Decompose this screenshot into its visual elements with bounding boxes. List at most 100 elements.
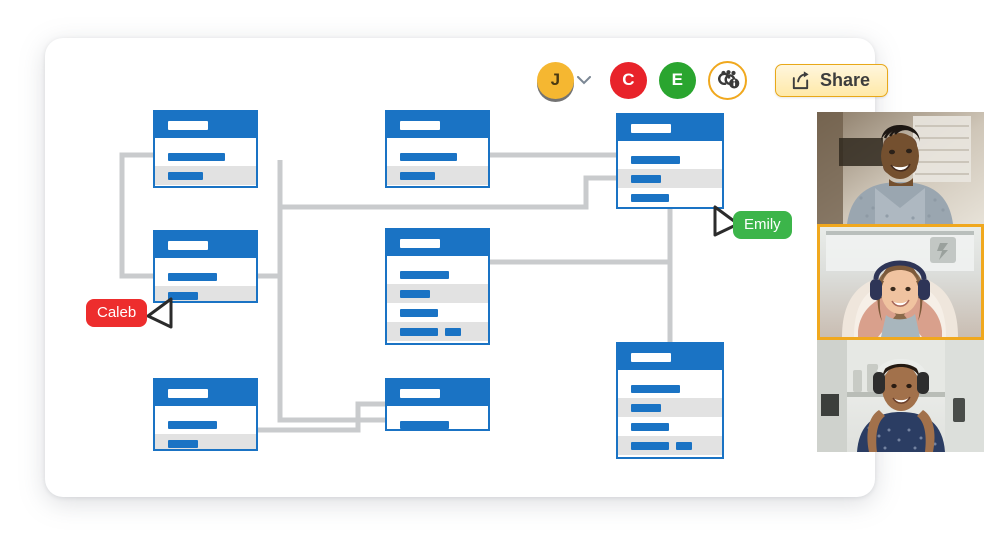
attribute-placeholder-bar bbox=[631, 193, 669, 202]
entity-attribute-row[interactable] bbox=[618, 436, 722, 455]
participant-avatar-j[interactable]: J bbox=[537, 61, 574, 99]
entity-attribute-list bbox=[155, 415, 256, 449]
entity-card-middle-center[interactable] bbox=[385, 228, 490, 345]
cursor-arrow-upleft-icon bbox=[713, 205, 740, 237]
participant-avatar-e-initial: E bbox=[671, 70, 684, 89]
entity-attribute-row[interactable] bbox=[387, 322, 488, 341]
entity-attribute-row[interactable] bbox=[618, 455, 722, 457]
video-rail bbox=[817, 112, 984, 452]
entity-attribute-row[interactable] bbox=[155, 286, 256, 301]
entity-attribute-row[interactable] bbox=[618, 398, 722, 417]
entity-attribute-row[interactable] bbox=[387, 303, 488, 322]
cursor-caleb-pointer bbox=[144, 296, 174, 335]
attribute-placeholder-bar bbox=[168, 152, 225, 161]
entity-title-placeholder-bar bbox=[168, 388, 208, 398]
entity-body-top-pad bbox=[618, 141, 722, 150]
attribute-placeholder-bar bbox=[400, 420, 449, 429]
wire-spine-vertical bbox=[277, 160, 385, 423]
entity-card-middle-left[interactable] bbox=[153, 230, 258, 303]
chevron-down-glyph bbox=[577, 75, 591, 84]
attribute-placeholder-bar bbox=[400, 152, 457, 161]
cursor-label-caleb: Caleb bbox=[86, 299, 148, 327]
entity-card-bottom-left[interactable] bbox=[153, 378, 258, 451]
attribute-placeholder-bar bbox=[400, 289, 430, 298]
entity-card-top-middle[interactable] bbox=[385, 110, 490, 188]
attribute-placeholder-bar bbox=[168, 439, 198, 448]
entity-attribute-row[interactable] bbox=[387, 166, 488, 185]
entity-attribute-row[interactable] bbox=[155, 147, 256, 166]
cursor-arrow-left-icon bbox=[146, 297, 173, 329]
people-info-icon[interactable] bbox=[708, 60, 747, 100]
entity-attribute-row[interactable] bbox=[387, 147, 488, 166]
entity-attribute-row[interactable] bbox=[618, 169, 722, 188]
entity-card-header bbox=[618, 344, 722, 370]
video-tile-participant-1[interactable] bbox=[817, 112, 984, 224]
entity-attribute-list bbox=[387, 265, 488, 343]
entity-attribute-row[interactable] bbox=[387, 265, 488, 284]
entity-title-placeholder-bar bbox=[400, 388, 440, 398]
entity-attribute-row[interactable] bbox=[618, 379, 722, 398]
entity-title-placeholder-bar bbox=[631, 352, 671, 362]
entity-card-header bbox=[387, 380, 488, 406]
entity-card-header bbox=[387, 112, 488, 138]
video-feed-2 bbox=[820, 227, 981, 337]
cursor-emily-pointer bbox=[712, 205, 742, 244]
entity-title-placeholder-bar bbox=[168, 240, 208, 250]
entity-title-placeholder-bar bbox=[400, 120, 440, 130]
entity-body-top-pad bbox=[155, 258, 256, 267]
wire-bottom-left-to-bottom-middle bbox=[258, 401, 385, 433]
attribute-placeholder-bar bbox=[631, 155, 680, 164]
entity-body-top-pad bbox=[155, 406, 256, 415]
entity-attribute-row[interactable] bbox=[618, 207, 722, 209]
participant-avatar-e[interactable]: E bbox=[659, 61, 696, 99]
entity-attribute-row[interactable] bbox=[387, 185, 488, 186]
entity-attribute-row[interactable] bbox=[618, 188, 722, 207]
attribute-placeholder-bar bbox=[676, 441, 692, 450]
video-tile-participant-2[interactable] bbox=[817, 224, 984, 340]
attribute-placeholder-bar bbox=[168, 272, 217, 281]
attribute-placeholder-bar bbox=[400, 308, 438, 317]
entity-attribute-row[interactable] bbox=[618, 150, 722, 169]
collaboration-toolbar: J C E bbox=[537, 57, 889, 103]
entity-attribute-row[interactable] bbox=[155, 267, 256, 286]
entity-attribute-row[interactable] bbox=[155, 166, 256, 185]
entity-attribute-list bbox=[618, 150, 722, 209]
attribute-placeholder-bar bbox=[400, 327, 438, 336]
entity-attribute-row[interactable] bbox=[387, 341, 488, 343]
people-info-glyph bbox=[717, 70, 739, 89]
entity-card-top-right[interactable] bbox=[616, 113, 724, 209]
video-tile-participant-3[interactable] bbox=[817, 340, 984, 452]
share-button[interactable]: Share bbox=[775, 63, 889, 97]
chevron-down-icon[interactable] bbox=[574, 75, 594, 85]
attribute-placeholder-bar bbox=[631, 441, 669, 450]
attribute-placeholder-bar bbox=[631, 422, 669, 431]
participant-avatar-c-initial: C bbox=[622, 70, 635, 89]
video-feed-3 bbox=[817, 340, 984, 452]
entity-attribute-row[interactable] bbox=[155, 434, 256, 449]
entity-attribute-list bbox=[387, 147, 488, 186]
entity-body-top-pad bbox=[387, 138, 488, 147]
participant-avatar-c[interactable]: C bbox=[610, 61, 647, 99]
attribute-placeholder-bar bbox=[445, 327, 461, 336]
entity-body-top-pad bbox=[387, 406, 488, 415]
entity-card-top-left[interactable] bbox=[153, 110, 258, 188]
entity-body-top-pad bbox=[387, 256, 488, 265]
entity-attribute-row[interactable] bbox=[387, 284, 488, 303]
wire-top-left-to-middle-left bbox=[119, 152, 153, 279]
entity-attribute-list bbox=[155, 147, 256, 186]
entity-attribute-list bbox=[387, 415, 488, 429]
entity-card-bottom-right[interactable] bbox=[616, 342, 724, 459]
share-arrow-icon bbox=[792, 70, 809, 89]
entity-attribute-row[interactable] bbox=[155, 415, 256, 434]
entity-body-top-pad bbox=[155, 138, 256, 147]
entity-card-bottom-middle[interactable] bbox=[385, 378, 490, 431]
entity-attribute-list bbox=[155, 267, 256, 301]
entity-attribute-row[interactable] bbox=[155, 185, 256, 186]
wire-middle-left-to-bottom-left bbox=[277, 204, 358, 276]
entity-card-header bbox=[155, 112, 256, 138]
attribute-placeholder-bar bbox=[168, 171, 203, 180]
entity-attribute-row[interactable] bbox=[387, 415, 488, 429]
entity-title-placeholder-bar bbox=[631, 123, 671, 133]
entity-attribute-row[interactable] bbox=[618, 417, 722, 436]
attribute-placeholder-bar bbox=[400, 270, 449, 279]
